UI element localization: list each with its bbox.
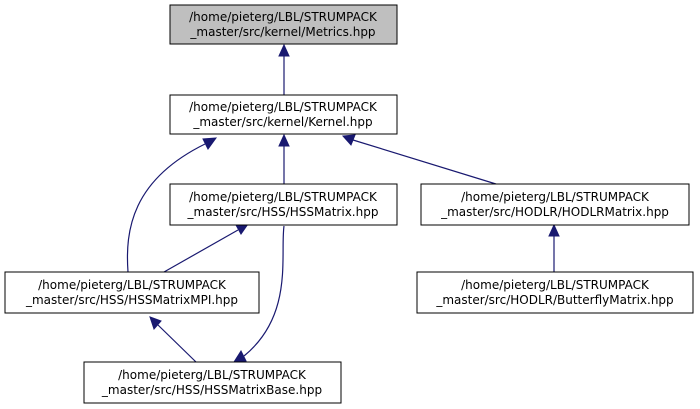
node-hssmatrixbase[interactable]: /home/pieterg/LBL/STRUMPACK _master/src/… bbox=[83, 361, 342, 404]
edge-hssmatrixmpi-to-kernel bbox=[126, 137, 218, 273]
edge-butterflymatrix-to-hodlrmatrix bbox=[548, 223, 560, 272]
node-hssmatrixbase-line1: /home/pieterg/LBL/STRUMPACK bbox=[118, 368, 307, 382]
edge-hssmatrixbase-to-hssmatrixmpi bbox=[149, 316, 197, 363]
node-butterflymatrix-line2: _master/src/HODLR/ButterflyMatrix.hpp bbox=[435, 293, 673, 307]
edge-kernel-to-metrics bbox=[278, 43, 290, 95]
node-hssmatrix[interactable]: /home/pieterg/LBL/STRUMPACK _master/src/… bbox=[169, 183, 398, 226]
node-metrics-line1: /home/pieterg/LBL/STRUMPACK bbox=[189, 10, 378, 24]
node-butterflymatrix[interactable]: /home/pieterg/LBL/STRUMPACK _master/src/… bbox=[416, 271, 694, 314]
node-hodlrmatrix[interactable]: /home/pieterg/LBL/STRUMPACK _master/src/… bbox=[420, 183, 690, 226]
node-hssmatrixmpi-line1: /home/pieterg/LBL/STRUMPACK bbox=[38, 278, 227, 292]
node-kernel-line2: _master/src/kernel/Kernel.hpp bbox=[192, 115, 372, 129]
node-hssmatrixbase-line2: _master/src/HSS/HSSMatrixBase.hpp bbox=[101, 383, 322, 397]
node-hssmatrix-line2: _master/src/HSS/HSSMatrix.hpp bbox=[187, 205, 379, 219]
node-hssmatrix-line1: /home/pieterg/LBL/STRUMPACK bbox=[189, 190, 378, 204]
edges bbox=[126, 43, 560, 363]
edge-hodlrmatrix-to-kernel bbox=[341, 134, 497, 185]
node-hssmatrixmpi[interactable]: /home/pieterg/LBL/STRUMPACK _master/src/… bbox=[4, 271, 260, 314]
edge-hssmatrixmpi-to-hssmatrix bbox=[163, 223, 250, 273]
node-hodlrmatrix-line2: _master/src/HODLR/HODLRMatrix.hpp bbox=[440, 205, 669, 219]
node-metrics-line2: _master/src/kernel/Metrics.hpp bbox=[189, 25, 375, 39]
node-metrics[interactable]: /home/pieterg/LBL/STRUMPACK _master/src/… bbox=[169, 4, 398, 45]
node-kernel[interactable]: /home/pieterg/LBL/STRUMPACK _master/src/… bbox=[169, 94, 398, 135]
node-butterflymatrix-line1: /home/pieterg/LBL/STRUMPACK bbox=[461, 278, 650, 292]
node-hodlrmatrix-line1: /home/pieterg/LBL/STRUMPACK bbox=[461, 190, 650, 204]
edge-hssmatrix-to-kernel bbox=[278, 133, 290, 184]
node-hssmatrixmpi-line2: _master/src/HSS/HSSMatrixMPI.hpp bbox=[25, 293, 238, 307]
node-kernel-line1: /home/pieterg/LBL/STRUMPACK bbox=[189, 100, 378, 114]
